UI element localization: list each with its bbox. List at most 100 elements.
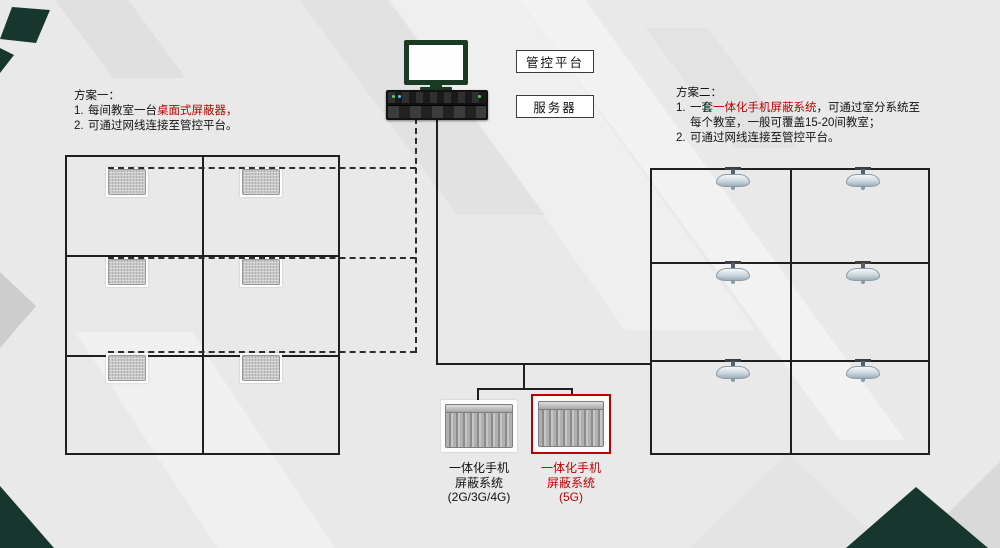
antenna-tip <box>861 379 865 382</box>
ceiling-antenna-icon <box>841 359 885 383</box>
classroom-grid-plan2 <box>650 168 930 455</box>
antenna-dome <box>846 366 880 379</box>
device-body <box>242 355 280 381</box>
integrated-shielder-5g-icon <box>531 394 611 454</box>
plan2-item1-number: 1. <box>676 102 686 114</box>
grid-divider <box>67 255 338 257</box>
label-line: 一体化手机 <box>540 461 601 475</box>
antenna-tip <box>731 379 735 382</box>
plan1-title: 方案一： <box>74 90 120 102</box>
antenna-dome <box>716 174 750 187</box>
antenna-dome <box>716 268 750 281</box>
connection-line <box>477 388 573 390</box>
plan2-item2-text: 可通过网线连接至管控平台。 <box>690 132 840 144</box>
connection-line <box>477 388 479 402</box>
device-body <box>108 259 146 285</box>
platform-tag-box: 管控平台 <box>516 50 594 73</box>
antenna-stem <box>861 169 865 175</box>
plan1-item2-number: 2. <box>74 120 84 132</box>
plan2-description: 方案二： 1.一套一体化手机屏蔽系统，可通过室分系统至 每个教室，一般可覆盖15… <box>676 86 948 146</box>
connection-line <box>436 363 652 365</box>
plan2-item2: 2. 可通过网线连接至管控平台。 <box>676 131 948 146</box>
connection-line <box>523 363 525 390</box>
plan1-item1-text: 每间教室一台 <box>88 105 157 117</box>
server-icon <box>386 90 488 120</box>
desktop-shielder-icon <box>106 167 148 197</box>
server-front-panel <box>388 92 486 103</box>
server-drive-bays <box>388 105 486 118</box>
antenna-mount <box>855 167 871 170</box>
label-line: 屏蔽系统 <box>454 475 503 490</box>
antenna-mount <box>725 261 741 264</box>
plan1-item1: 1.每间教室一台桌面式屏蔽器， <box>74 104 359 119</box>
plan1-item2-text: 可通过网线连接至管控平台。 <box>88 120 238 132</box>
device-body <box>242 259 280 285</box>
label-line: (2G/3G/4G) <box>447 490 511 504</box>
dashed-connection-line <box>108 351 416 353</box>
device-body <box>108 355 146 381</box>
ceiling-antenna-icon <box>711 359 755 383</box>
antenna-mount <box>855 359 871 362</box>
monitor-base <box>420 87 452 90</box>
antenna-dome <box>716 366 750 379</box>
plan2-title: 方案二： <box>676 87 722 99</box>
antenna-dome <box>846 174 880 187</box>
plan1-item1-highlight: 桌面式屏蔽器， <box>157 105 238 117</box>
antenna-mount <box>855 261 871 264</box>
classroom-grid-plan1 <box>65 155 340 455</box>
antenna-tip <box>731 187 735 190</box>
label-line: 屏蔽系统 <box>546 475 595 490</box>
connection-line <box>571 388 573 398</box>
device-4g-label: 一体化手机 屏蔽系统 (2G/3G/4G) <box>437 461 521 505</box>
integrated-shielder-4g-icon <box>441 400 517 452</box>
device-body <box>108 169 146 195</box>
ceiling-antenna-icon <box>841 261 885 285</box>
antenna-mount <box>725 167 741 170</box>
server-tag-label: 服务器 <box>533 101 577 115</box>
plan2-item1: 1.一套一体化手机屏蔽系统，可通过室分系统至 <box>676 101 948 116</box>
ceiling-antenna-icon <box>711 261 755 285</box>
plan2-item1-continued: 每个教室，一般可覆盖15-20间教室； <box>690 117 881 129</box>
desktop-shielder-icon <box>240 167 282 197</box>
antenna-tip <box>731 281 735 284</box>
desktop-shielder-icon <box>106 257 148 287</box>
antenna-tip <box>861 281 865 284</box>
server-led <box>478 95 481 98</box>
dashed-connection-line <box>108 167 416 169</box>
plan1-description: 方案一： 1.每间教室一台桌面式屏蔽器， 2. 可通过网线连接至管控平台。 <box>74 89 359 134</box>
plan2-item2-number: 2. <box>676 132 686 144</box>
dashed-connection-line <box>415 118 417 353</box>
grid-divider <box>652 262 928 264</box>
label-line: 一体化手机 <box>448 461 509 475</box>
device-body <box>538 401 604 447</box>
antenna-mount <box>725 359 741 362</box>
antenna-tip <box>861 187 865 190</box>
dashed-connection-line <box>108 257 416 259</box>
device-5g-label: 一体化手机 屏蔽系统 (5G) <box>529 461 613 505</box>
server-led <box>392 95 395 98</box>
grid-divider <box>67 355 338 357</box>
plan2-item1-highlight: 一体化手机屏蔽系统 <box>713 102 817 114</box>
antenna-stem <box>731 361 735 367</box>
antenna-stem <box>861 263 865 269</box>
server-led <box>398 95 401 98</box>
plan1-item2: 2. 可通过网线连接至管控平台。 <box>74 119 359 134</box>
ceiling-antenna-icon <box>841 167 885 191</box>
label-line: (5G) <box>559 490 583 504</box>
desktop-shielder-icon <box>240 353 282 383</box>
connection-line <box>436 120 438 365</box>
antenna-stem <box>861 361 865 367</box>
device-body <box>242 169 280 195</box>
device-body <box>445 404 513 448</box>
monitor-icon <box>404 40 468 85</box>
plan2-item1-pre: 一套 <box>690 102 713 114</box>
grid-divider <box>202 157 204 453</box>
platform-tag-label: 管控平台 <box>525 56 584 70</box>
antenna-dome <box>846 268 880 281</box>
antenna-stem <box>731 263 735 269</box>
grid-divider <box>790 170 792 453</box>
ceiling-antenna-icon <box>711 167 755 191</box>
desktop-shielder-icon <box>106 353 148 383</box>
grid-divider <box>652 360 928 362</box>
